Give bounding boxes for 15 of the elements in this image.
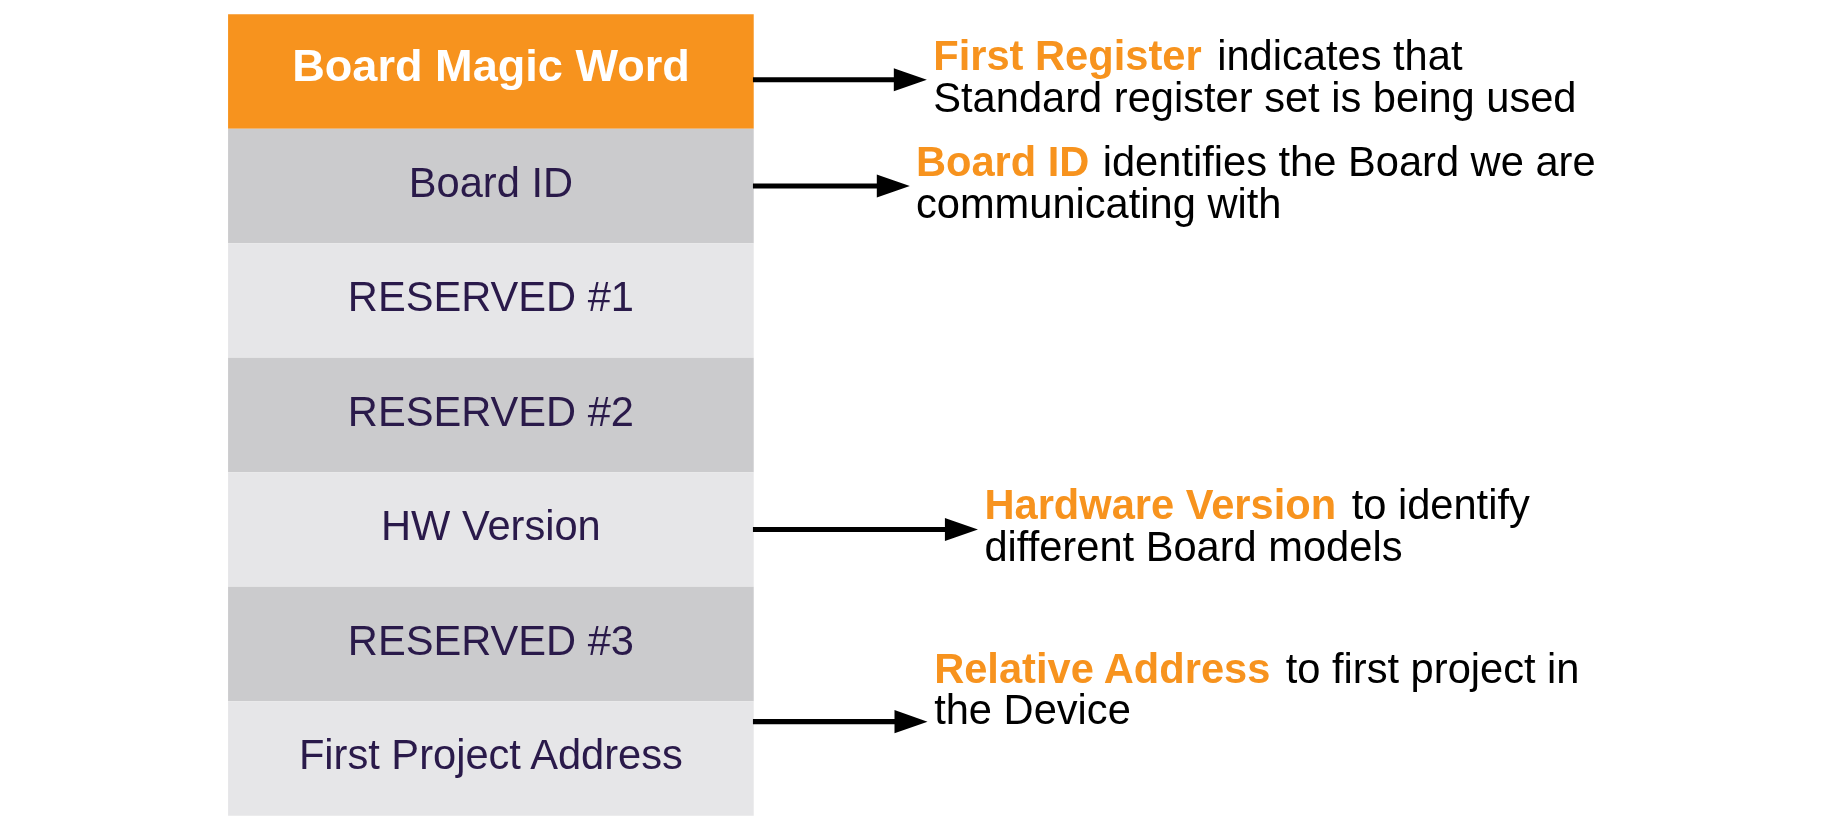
node-text: Hardware Version to identify different Board models [983, 481, 1530, 571]
node-box: Board ID [227, 128, 754, 244]
node-text: Board ID identifies the Board we are communicating with [915, 137, 1596, 227]
node-text: First Register indicates that Standard register set is being used [932, 32, 1577, 121]
node-box: Board Magic Word [227, 14, 754, 129]
arrow [752, 517, 978, 542]
node-text: Relative Address to first project in the Device [933, 644, 1580, 734]
node-box: RESERVED #1 [227, 243, 754, 358]
arrow [752, 174, 910, 198]
node-box: HW Version [227, 472, 754, 587]
arrow [752, 68, 927, 92]
node-box: First Project Address [227, 701, 754, 816]
arrow [752, 710, 928, 734]
node-box: RESERVED #3 [227, 586, 754, 702]
node-box: RESERVED #2 [227, 357, 754, 473]
